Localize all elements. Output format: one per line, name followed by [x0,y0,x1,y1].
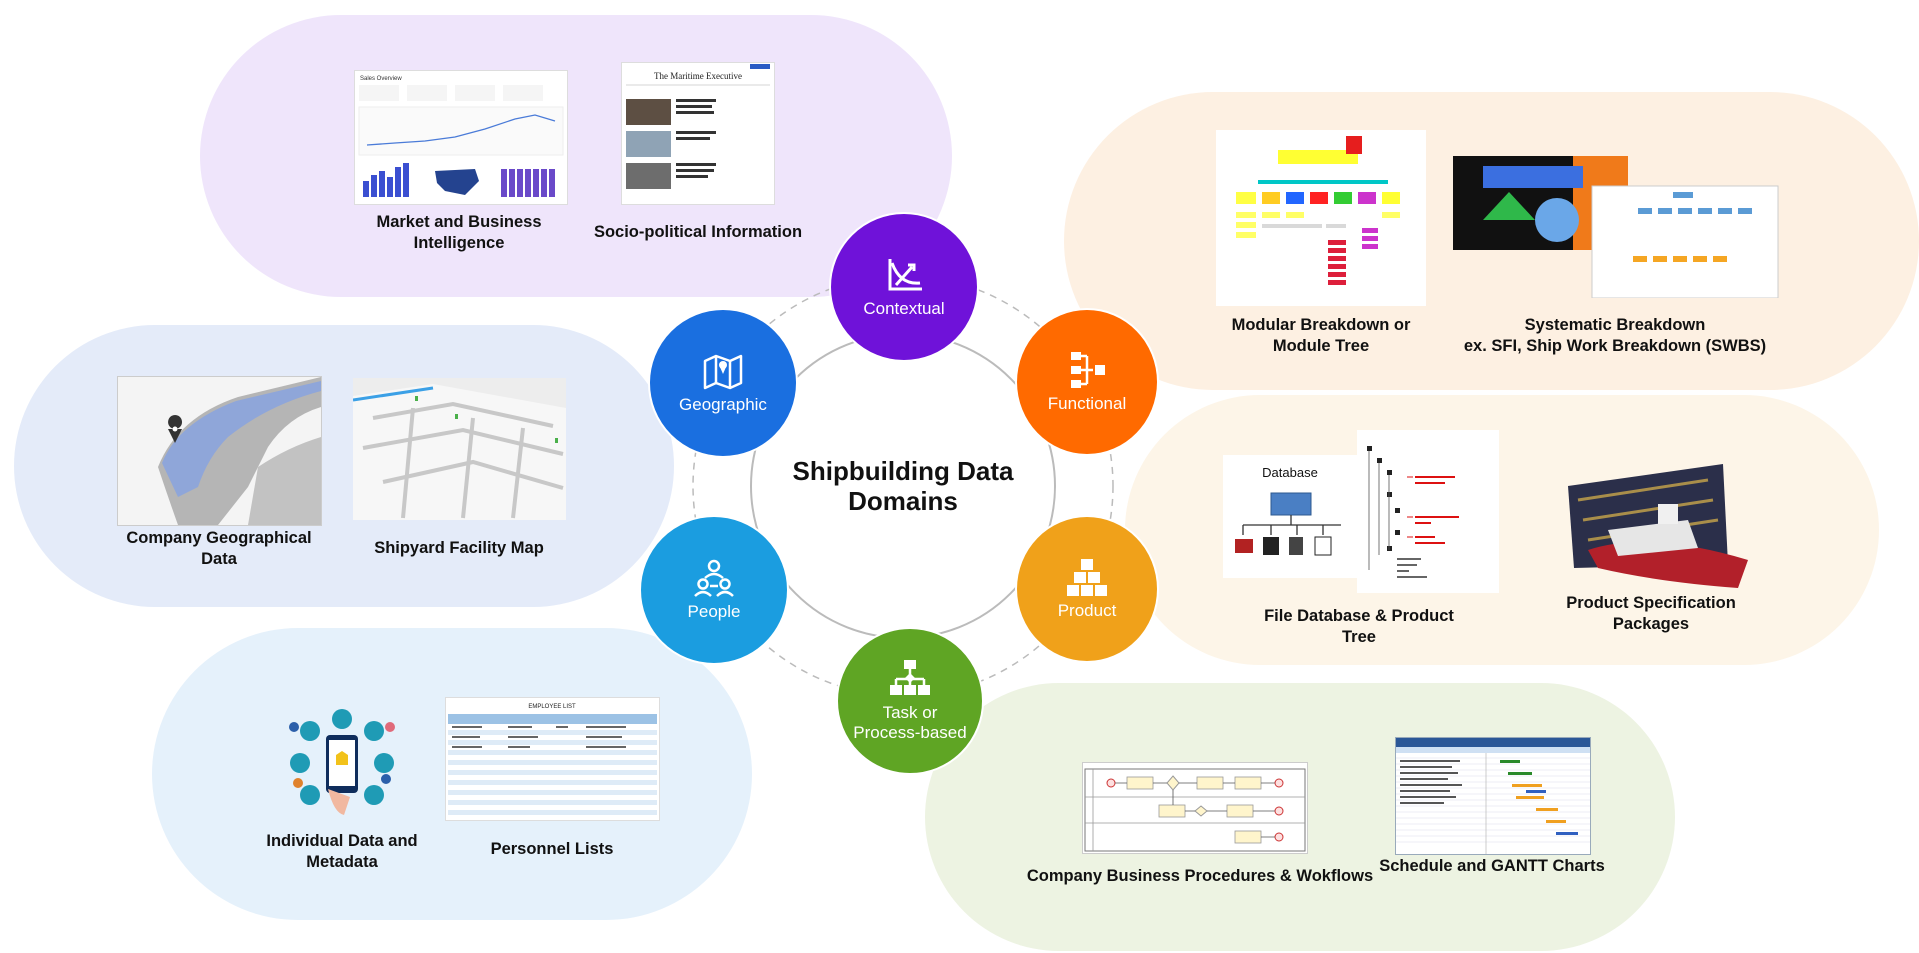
product-node[interactable]: Product [1015,515,1159,663]
contextual-label: Contextual [863,299,945,318]
gantt-chart-image [1395,737,1591,855]
contextual-node[interactable]: Contextual [829,212,979,362]
functional-node[interactable]: Functional [1015,308,1159,456]
product-label: Product [1057,601,1117,620]
geographic-label: Geographic [679,395,767,414]
functional-label: Functional [1047,394,1127,413]
stacked-boxes-icon [1065,557,1109,597]
swbs-image [1453,156,1779,298]
task-node[interactable]: Task or Process-based [836,627,984,775]
employee-list-image: EMPLOYEE LIST [445,697,660,821]
product-tree-image [1357,430,1499,593]
contextual-region [200,15,952,297]
hierarchy-icon [1065,350,1109,390]
chart-axes-icon [882,255,926,295]
company-map-image [117,376,322,526]
map-icon [701,351,745,391]
systematic-line1: Systematic Breakdown [1524,316,1706,334]
sociopolitical-label: Socio-political Information [593,223,803,241]
flowchart-icon [888,659,932,699]
systematic-line2: ex. SFI, Ship Work Breakdown (SWBS) [1463,337,1767,355]
people-icon [692,558,736,598]
ship-model-image [1548,460,1758,592]
database-label: Database [1262,465,1318,480]
market-dashboard-image: Sales Overview [354,70,568,205]
file-database-image: Database [1223,455,1357,578]
center-title: Shipbuilding Data Domains [792,456,1014,516]
facility-map-image [353,378,566,520]
procedures-label: Company Business Procedures & Wokflows [1026,867,1374,885]
individual-data-image [284,707,400,817]
personnel-label: Personnel Lists [490,840,614,858]
filedb-label: File Database & Product Tree [1264,607,1454,646]
maritime-news-image: The Maritime Executive [621,62,775,205]
sales-overview-title: Sales Overview [360,76,402,82]
geographic-node[interactable]: Geographic [648,308,798,458]
maritime-masthead: The Maritime Executive [654,71,742,81]
market-label: Market and Business Intelligence [376,213,542,252]
employee-list-title: EMPLOYEE LIST [528,704,576,710]
module-tree-image [1216,130,1426,306]
individual-label: Individual Data and Metadata [266,832,418,871]
gantt-label: Schedule and GANTT Charts [1379,857,1605,875]
productspec-label: Product Specification Packages [1566,594,1736,633]
systematic-label: Systematic Breakdown ex. SFI, Ship Work … [1430,315,1800,357]
task-label: Task or Process-based [853,703,967,742]
modular-label: Modular Breakdown or Module Tree [1231,316,1411,355]
companygeo-label: Company Geographical Data [126,529,312,568]
bpmn-workflow-image [1082,762,1308,854]
facilitymap-label: Shipyard Facility Map [374,539,544,557]
people-label: People [687,602,741,621]
people-node[interactable]: People [639,515,789,665]
